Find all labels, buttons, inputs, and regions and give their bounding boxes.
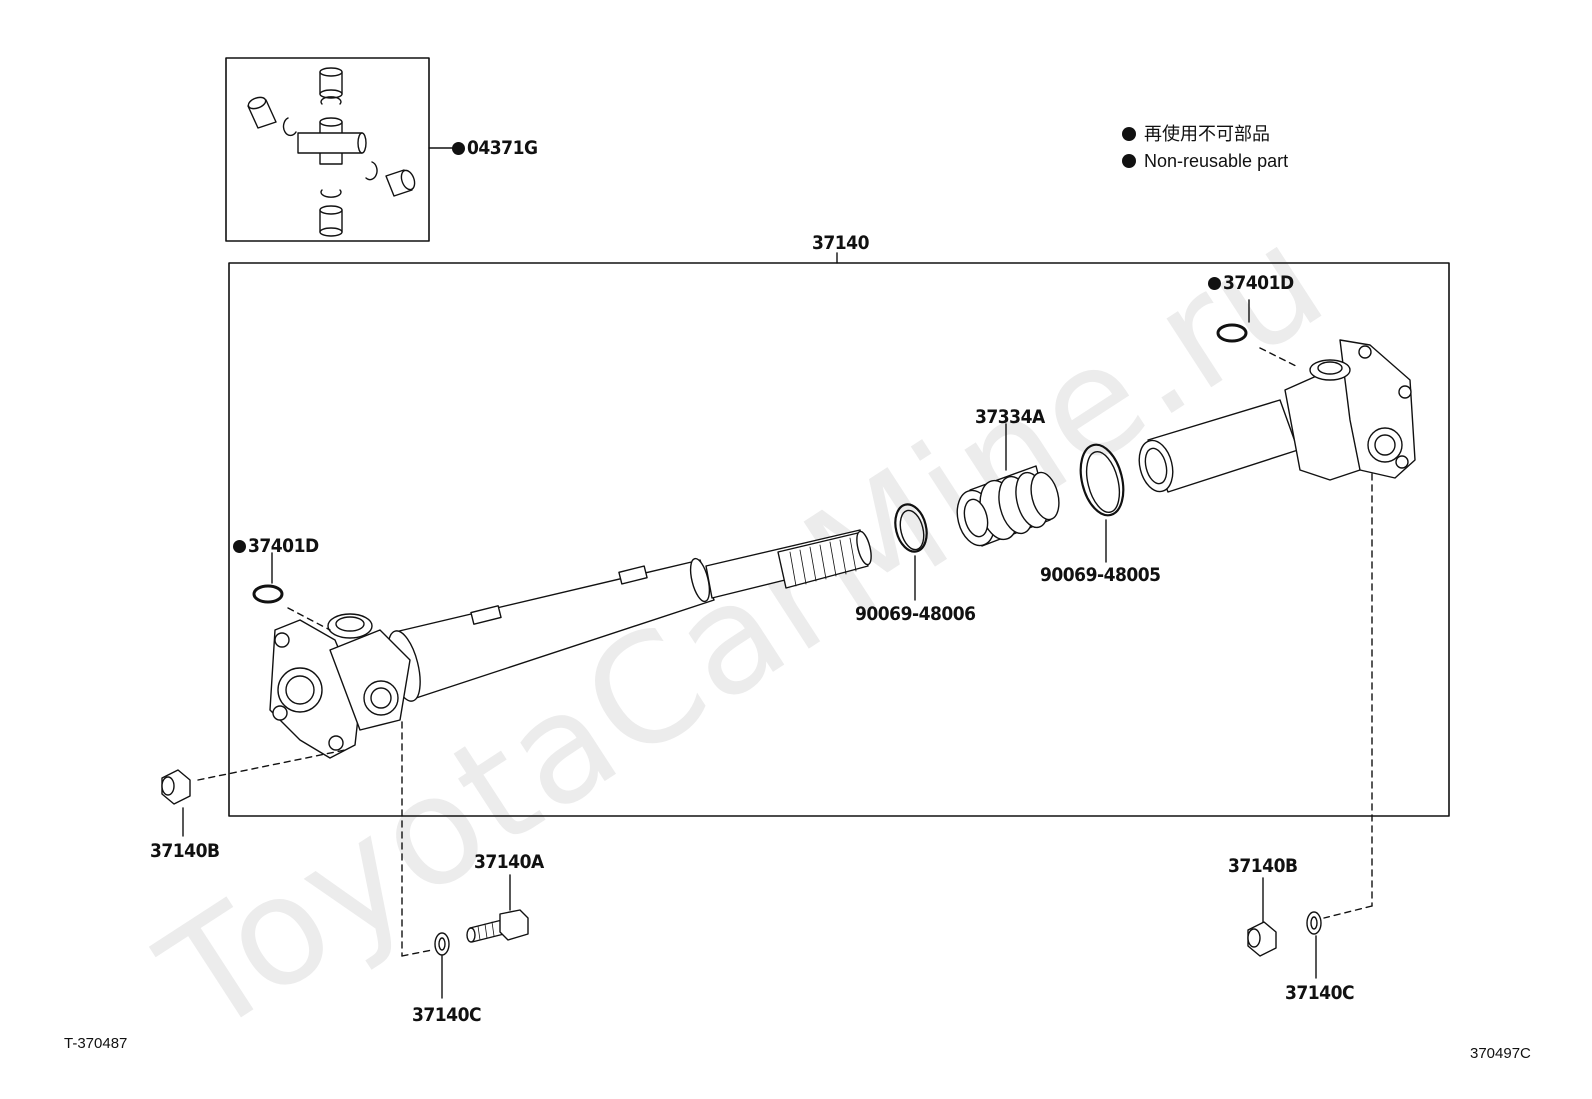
legend-row-en: Non-reusable part — [1122, 148, 1288, 175]
non-reusable-dot-icon — [233, 540, 246, 553]
non-reusable-dot-icon — [1122, 127, 1136, 141]
legend-row-ja: 再使用不可部品 — [1122, 121, 1288, 148]
left-flange-yoke-icon — [269, 613, 411, 759]
label-37140b-left: 37140B — [150, 840, 220, 862]
diagram-code-left: T-370487 — [64, 1035, 128, 1052]
nut-left-icon — [161, 749, 346, 837]
label-90069-48005: 90069-48005 — [1040, 564, 1161, 586]
spline-shaft-icon — [705, 529, 872, 599]
nut-right-icon — [1247, 877, 1277, 957]
label-90069-48006: 90069-48006 — [855, 603, 976, 625]
diagram-code-right: 370497C — [1470, 1045, 1531, 1062]
clamp-large-icon — [1079, 443, 1125, 563]
non-reusable-dot-icon — [1208, 277, 1221, 290]
label-04371g: 04371G — [452, 137, 538, 159]
washer-left-icon — [401, 721, 450, 999]
label-37140: 37140 — [812, 232, 869, 254]
legend: 再使用不可部品 Non-reusable part — [1122, 121, 1288, 175]
bearing-cup-bottom-icon — [319, 189, 343, 237]
label-37401d-right: 37401D — [1208, 272, 1294, 294]
label-37140b-right: 37140B — [1228, 855, 1298, 877]
right-flange-yoke-icon — [1138, 339, 1416, 493]
bearing-cup-top-icon — [319, 67, 343, 105]
assembly-box — [228, 262, 1450, 817]
propeller-shaft-tube-icon — [387, 557, 715, 702]
snap-ring-right-icon — [1216, 299, 1297, 367]
washer-right-icon — [1306, 473, 1373, 979]
bearing-cup-right-icon — [365, 161, 416, 197]
label-37140a: 37140A — [474, 851, 544, 873]
non-reusable-dot-icon — [452, 142, 465, 155]
bearing-cup-left-icon — [247, 96, 297, 137]
label-37401d-left: 37401D — [233, 535, 319, 557]
ujoint-kit-box — [225, 57, 430, 242]
label-37140c-left: 37140C — [412, 1004, 482, 1026]
non-reusable-dot-icon — [1122, 154, 1136, 168]
bolt-icon — [466, 874, 529, 943]
snap-ring-left-icon — [252, 552, 331, 631]
label-37334a: 37334A — [975, 406, 1045, 428]
clamp-small-icon — [894, 503, 928, 601]
label-37140c-right: 37140C — [1285, 982, 1355, 1004]
spider-cross-icon — [297, 117, 367, 165]
dust-boot-icon — [956, 423, 1060, 547]
